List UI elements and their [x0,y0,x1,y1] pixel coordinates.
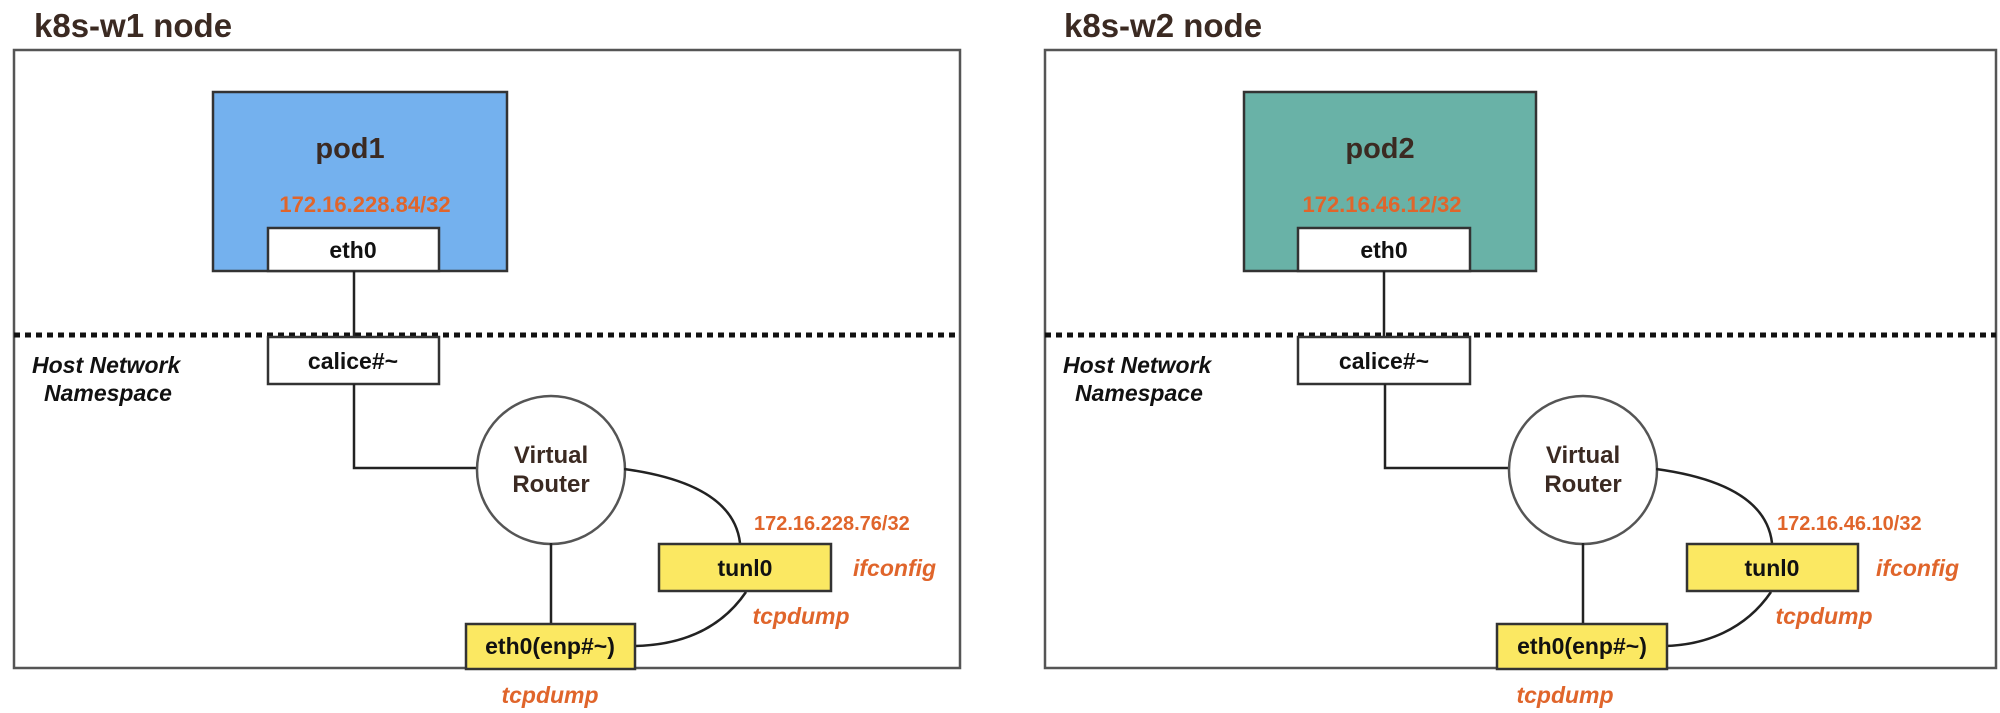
veth-label: calice#~ [308,348,398,374]
tunnel-ifconfig-label: ifconfig [853,555,936,581]
tunnel-ifconfig-label: ifconfig [1876,555,1959,581]
router-label-line1: Virtual [1546,442,1620,469]
veth-router-link [1383,384,1509,470]
node-title: k8s-w2 node [1064,7,1262,44]
node-w1: k8s-w1 node pod1 172.16.228.84/32 eth0 H… [12,7,962,708]
tunnel-tcpdump-label: tcpdump [752,603,849,629]
tunnel-label: tunl0 [718,555,773,581]
node-title: k8s-w1 node [34,7,232,44]
router-tunnel-link [623,467,742,544]
tunnel-ip: 172.16.46.10/32 [1777,513,1922,535]
node-w2: k8s-w2 node pod2 172.16.46.12/32 eth0 Ho… [1043,7,1998,708]
router-tunnel-link [1655,467,1774,544]
tunnel-ip: 172.16.228.76/32 [754,513,910,535]
pod-eth0-box [266,226,441,273]
router-label-line2: Router [1544,471,1621,498]
pod-ip: 172.16.46.12/32 [1302,192,1461,217]
pod-ip: 172.16.228.84/32 [279,192,450,217]
router-label-line2: Router [512,471,589,498]
veth-router-link [352,384,478,470]
veth-box [1296,335,1472,386]
virtual-router-circle [1507,394,1659,546]
nic-box [464,622,637,671]
pod-eth0-label: eth0 [1360,237,1407,263]
pod-name: pod2 [1345,133,1414,165]
host-ns-label-line1: Host Network [1063,352,1212,378]
virtual-router-circle [475,394,627,546]
host-ns-label-line2: Namespace [1075,380,1203,406]
tunnel-label: tunl0 [1745,555,1800,581]
host-ns-label-line1: Host Network [32,352,181,378]
veth-box [266,335,441,386]
tunnel-box [657,542,833,593]
host-ns-label-line2: Namespace [44,380,172,406]
veth-label: calice#~ [1339,348,1429,374]
pod-eth0-label: eth0 [329,237,376,263]
nic-box [1495,622,1669,671]
nic-label: eth0(enp#~) [1517,633,1647,659]
tunnel-nic-link [634,591,748,648]
tunnel-box [1685,542,1860,593]
nic-label: eth0(enp#~) [485,633,615,659]
router-label-line1: Virtual [514,442,588,469]
tunnel-tcpdump-label: tcpdump [1775,603,1872,629]
nic-tcpdump-label: tcpdump [501,682,598,708]
tunnel-nic-link [1664,591,1773,648]
nic-tcpdump-label: tcpdump [1516,682,1613,708]
pod-name: pod1 [315,133,384,165]
